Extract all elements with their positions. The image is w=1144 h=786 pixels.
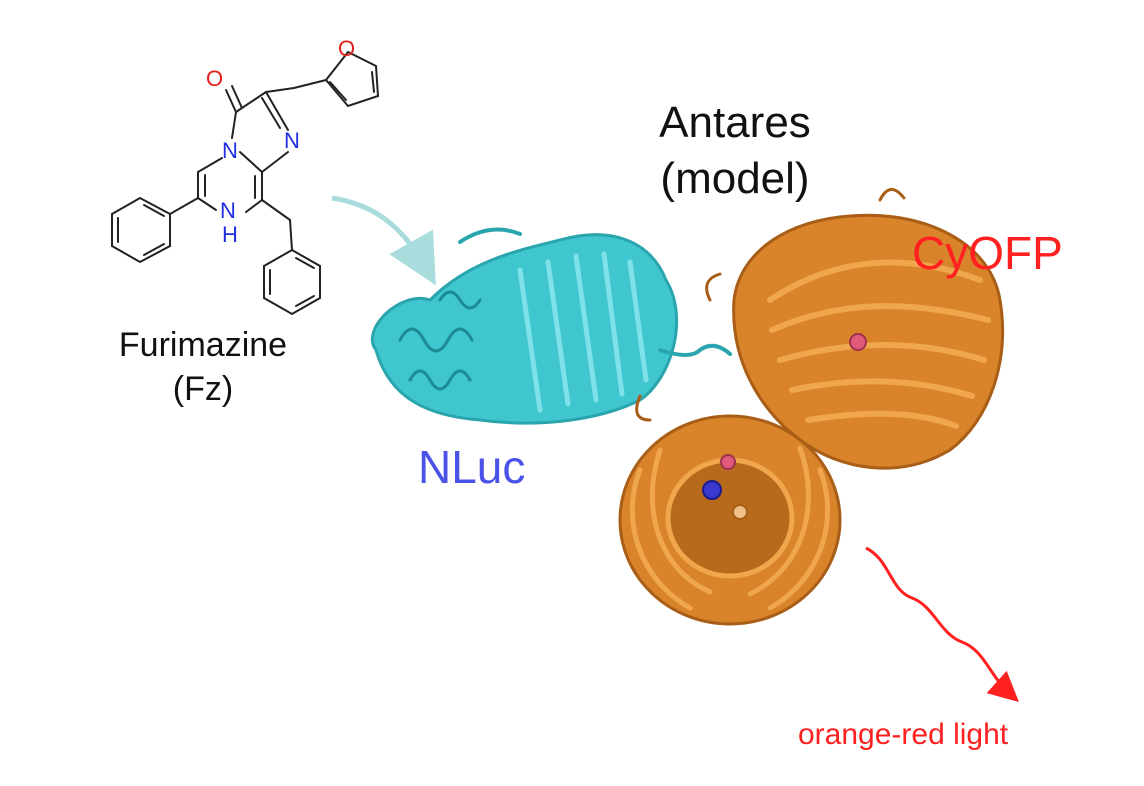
phenyl-ring-left	[111, 196, 171, 264]
construct-note: (model)	[660, 154, 810, 203]
emission-label: orange-red light	[798, 718, 1009, 751]
emission-arrow	[865, 546, 1019, 703]
atom-nitrogen-ring: N	[284, 128, 300, 153]
cyofp-label: CyOFP	[912, 227, 1063, 279]
pyrazine-ring	[197, 157, 263, 213]
imidazolone-ring	[231, 91, 289, 173]
nluc-label: NLuc	[418, 441, 526, 493]
molecule-name: Furimazine	[118, 326, 288, 364]
furan-ring	[324, 50, 380, 108]
construct-name: Antares	[659, 98, 811, 147]
atom-nh-nitrogen: N	[220, 198, 236, 223]
molecule-abbrev: (Fz)	[172, 370, 234, 408]
atom-oxygen-furan: O	[338, 36, 356, 61]
furimazine-structure	[111, 50, 380, 316]
cyofp-structure-lower	[618, 394, 842, 626]
atom-oxygen-carbonyl: O	[206, 66, 224, 91]
phenyl-ring-bottom	[263, 248, 321, 316]
atom-nitrogen-bridge: N	[222, 138, 238, 163]
nluc-structure	[370, 227, 732, 425]
atom-nh-hydrogen: H	[222, 222, 238, 247]
substrate-arrow	[331, 195, 436, 286]
